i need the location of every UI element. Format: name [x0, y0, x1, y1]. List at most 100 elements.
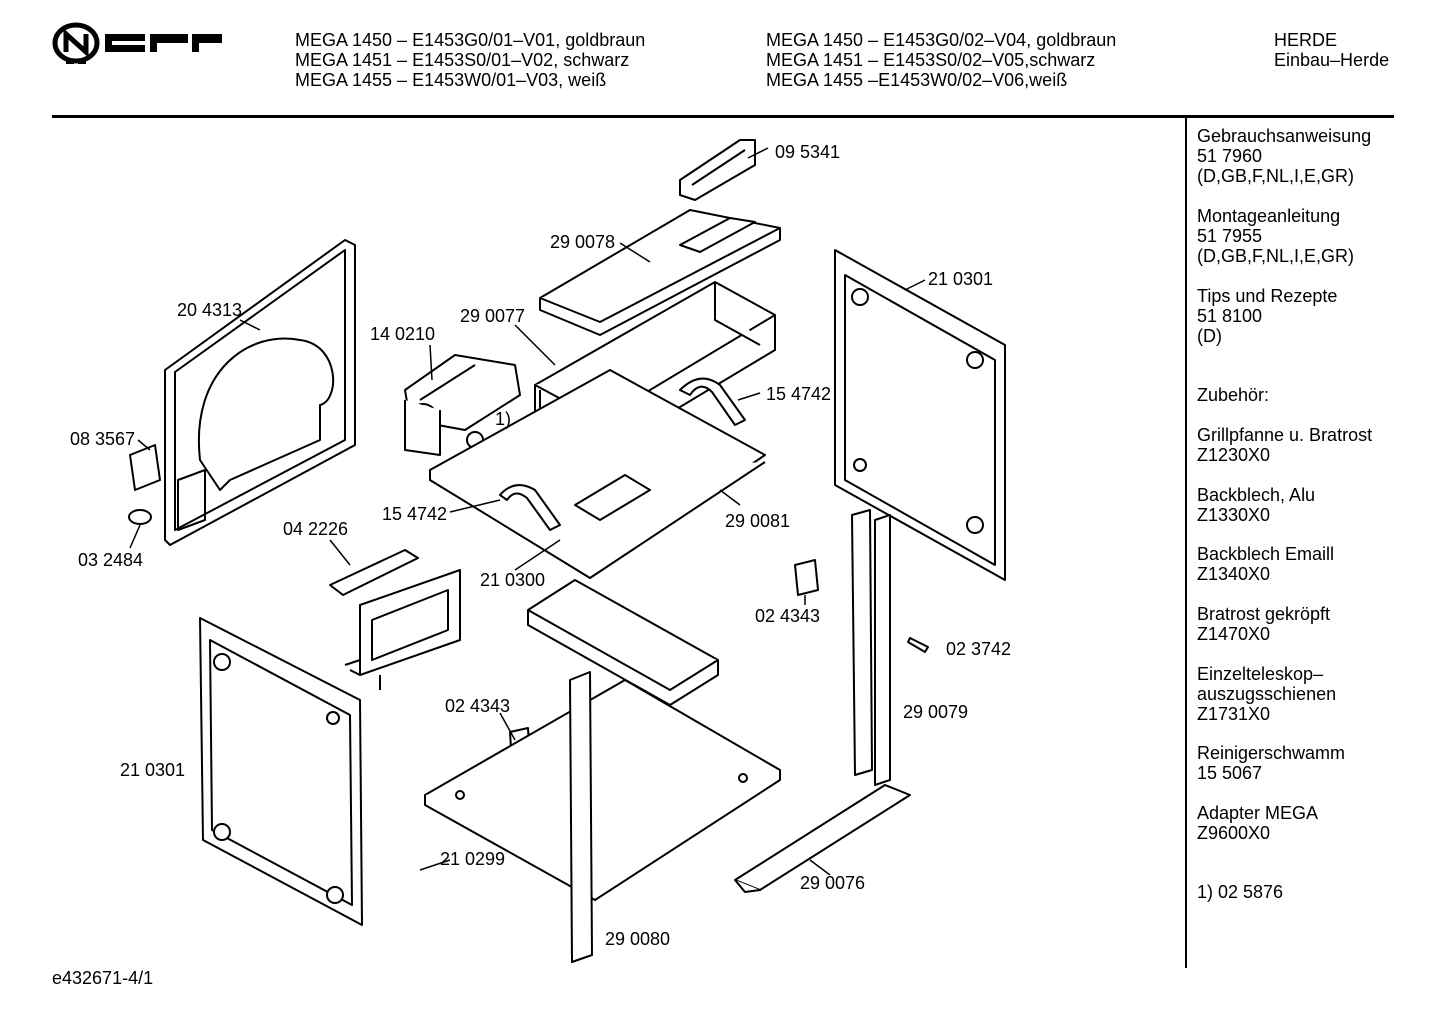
- sidebar-line: Z9600X0: [1197, 823, 1271, 843]
- sidebar-line: (D): [1197, 326, 1222, 346]
- header-divider: [52, 115, 1394, 118]
- sidebar-line: 1) 02 5876: [1197, 882, 1284, 902]
- leader-line: [239, 319, 261, 331]
- sidebar-line: (D,GB,F,NL,I,E,GR): [1197, 166, 1355, 186]
- sidebar-group-manual: Gebrauchsanweisung 51 7960 (D,GB,F,NL,I,…: [1197, 126, 1371, 186]
- sidebar-line: Z1330X0: [1197, 505, 1271, 525]
- leader-line: [514, 324, 556, 366]
- sidebar-group-grill-pan: Grillpfanne u. Bratrost Z1230X0: [1197, 425, 1372, 465]
- sidebar-group-baking-tray-alu: Backblech, Alu Z1330X0: [1197, 485, 1315, 525]
- sidebar-line: Zubehör:: [1197, 385, 1270, 405]
- part-drawing-290080: [569, 671, 593, 963]
- sidebar-group-baking-tray-enamel: Backblech Emaill Z1340X0: [1197, 544, 1334, 584]
- header-models-v01-v03: MEGA 1450 – E1453G0/01–V01, goldbraun ME…: [295, 30, 645, 90]
- brand-logo: [52, 22, 222, 77]
- sidebar-group-installation: Montageanleitung 51 7955 (D,GB,F,NL,I,E,…: [1197, 206, 1354, 266]
- part-drawing-140210: [404, 354, 521, 456]
- sidebar-line: Gebrauchsanweisung: [1197, 126, 1372, 146]
- leader-line: [747, 147, 769, 159]
- header-line: Einbau–Herde: [1274, 50, 1390, 70]
- sidebar-line: 51 8100: [1197, 306, 1263, 326]
- part-label-042226: 04 2226: [283, 519, 348, 539]
- part-label-290080: 29 0080: [605, 929, 670, 949]
- sidebar-line: Z1230X0: [1197, 445, 1271, 465]
- part-label-footnote-1: 1): [495, 409, 511, 429]
- leader-line: [514, 539, 561, 571]
- part-label-290079: 29 0079: [903, 702, 968, 722]
- part-label-210299: 21 0299: [440, 849, 505, 869]
- sidebar-line: Z1731X0: [1197, 704, 1271, 724]
- part-drawing-083567: [129, 444, 161, 491]
- leader-line: [137, 439, 151, 451]
- sidebar-group-cleaning-sponge: Reinigerschwamm 15 5067: [1197, 743, 1345, 783]
- part-drawing-204313: [164, 239, 356, 546]
- part-drawing-095341: [679, 139, 756, 201]
- sidebar-line: Z1340X0: [1197, 564, 1271, 584]
- leader-line: [499, 712, 516, 741]
- sidebar-line: Einzelteleskop–: [1197, 664, 1324, 684]
- leader-line: [904, 279, 926, 291]
- part-drawing-024343-right: [794, 559, 819, 596]
- part-label-154742-right: 15 4742: [766, 384, 831, 404]
- part-drawing-210301-right: [834, 249, 1006, 581]
- sidebar-divider: [1185, 118, 1187, 968]
- brand-wordmark: [105, 34, 222, 52]
- header-line: MEGA 1455 – E1453W0/01–V03, weiß: [295, 70, 607, 90]
- sidebar-line: Adapter MEGA: [1197, 803, 1319, 823]
- leader-line: [129, 524, 141, 549]
- sidebar-group-accessories-heading: Zubehör:: [1197, 385, 1269, 405]
- sidebar-line: Bratrost gekröpft: [1197, 604, 1331, 624]
- header-line: MEGA 1450 – E1453G0/02–V04, goldbraun: [766, 30, 1117, 50]
- part-drawing-154742-bottom: [499, 484, 561, 531]
- drawing-code: e432671-4/1: [52, 968, 154, 988]
- part-label-210301-right: 21 0301: [928, 269, 993, 289]
- sidebar-group-telescopic-rails: Einzelteleskop– auszugsschienen Z1731X0: [1197, 664, 1336, 724]
- part-label-023742: 02 3742: [946, 639, 1011, 659]
- sidebar-line: Reinigerschwamm: [1197, 743, 1346, 763]
- leader-line: [737, 392, 761, 401]
- sidebar-group-wire-rack: Bratrost gekröpft Z1470X0: [1197, 604, 1330, 644]
- sidebar-line: Z1470X0: [1197, 624, 1271, 644]
- header-category: HERDE Einbau–Herde: [1274, 30, 1389, 70]
- part-drawing-154742-top: [679, 377, 746, 426]
- part-label-290081: 29 0081: [725, 511, 790, 531]
- sidebar-group-adapter: Adapter MEGA Z9600X0: [1197, 803, 1318, 843]
- part-label-210301-left: 21 0301: [120, 760, 185, 780]
- part-label-095341: 09 5341: [775, 142, 840, 162]
- sidebar-line: (D,GB,F,NL,I,E,GR): [1197, 246, 1355, 266]
- header-line: MEGA 1451 – E1453S0/01–V02, schwarz: [295, 50, 630, 70]
- sidebar-group-recipes: Tips und Rezepte 51 8100 (D): [1197, 286, 1337, 346]
- sidebar-group-footnote: 1) 02 5876: [1197, 882, 1283, 902]
- leader-line: [419, 859, 451, 871]
- leader-line: [809, 859, 831, 876]
- sidebar-line: Grillpfanne u. Bratrost: [1197, 425, 1373, 445]
- part-drawing-290078: [539, 209, 781, 336]
- header-line: MEGA 1451 – E1453S0/02–V05,schwarz: [766, 50, 1096, 70]
- part-drawing-042226: [329, 549, 461, 690]
- part-label-210300: 21 0300: [480, 570, 545, 590]
- part-label-204313: 20 4313: [177, 300, 242, 320]
- sidebar-line: 51 7960: [1197, 146, 1263, 166]
- leader-line: [329, 539, 351, 566]
- part-label-154742-left: 15 4742: [382, 504, 447, 524]
- part-label-083567: 08 3567: [70, 429, 135, 449]
- header-models-v04-v06: MEGA 1450 – E1453G0/02–V04, goldbraun ME…: [766, 30, 1116, 90]
- sidebar-line: Backblech Emaill: [1197, 544, 1335, 564]
- part-label-290077: 29 0077: [460, 306, 525, 326]
- leader-line: [719, 489, 741, 506]
- sidebar-line: Montageanleitung: [1197, 206, 1341, 226]
- sidebar-line: Tips und Rezepte: [1197, 286, 1338, 306]
- neff-omega-emblem: [52, 22, 100, 64]
- part-label-140210: 14 0210: [370, 324, 435, 344]
- part-label-290078: 29 0078: [550, 232, 615, 252]
- part-drawing-290076: [734, 784, 911, 893]
- part-label-024343-left: 02 4343: [445, 696, 510, 716]
- sidebar-line: 15 5067: [1197, 763, 1263, 783]
- part-drawing-023742: [907, 637, 929, 653]
- part-label-290076: 29 0076: [800, 873, 865, 893]
- header-line: MEGA 1450 – E1453G0/01–V01, goldbraun: [295, 30, 646, 50]
- part-label-032484: 03 2484: [78, 550, 143, 570]
- leader-line: [449, 499, 501, 513]
- sidebar-line: 51 7955: [1197, 226, 1263, 246]
- sidebar-line: Backblech, Alu: [1197, 485, 1316, 505]
